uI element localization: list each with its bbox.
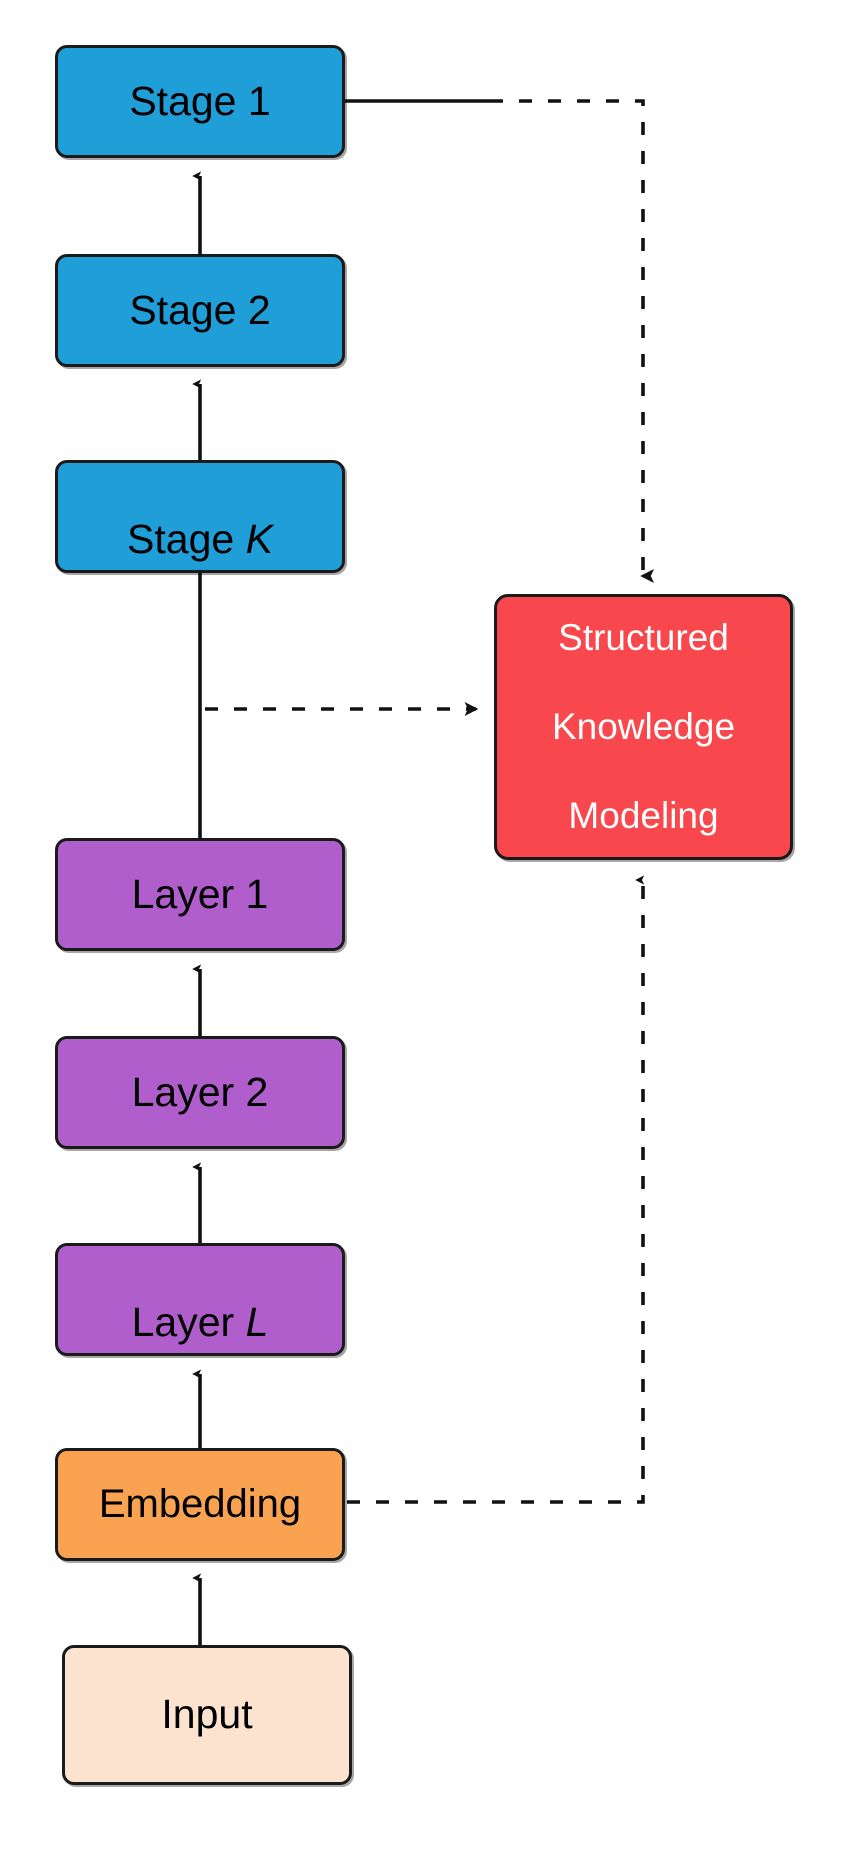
node-structured-knowledge-modeling-label: Structured Knowledge Modeling	[552, 572, 735, 883]
node-layer-2-label: Layer 2	[131, 1068, 269, 1115]
node-embedding[interactable]: Embedding	[55, 1448, 345, 1561]
node-input-label: Input	[161, 1691, 253, 1738]
node-input[interactable]: Input	[62, 1645, 352, 1785]
node-layer-1-label: Layer 1	[131, 870, 269, 917]
node-stage-k-label: Stage K	[127, 471, 273, 563]
edge-embedding-to-knowledge-dashed	[347, 875, 645, 1504]
skm-line-3: Modeling	[568, 794, 719, 836]
node-layer-l-label-var: L	[245, 1298, 269, 1345]
node-layer-2[interactable]: Layer 2	[55, 1036, 345, 1149]
node-stage-1-label: Stage 1	[129, 77, 271, 124]
node-stage-1[interactable]: Stage 1	[55, 45, 345, 158]
node-stage-2-label: Stage 2	[129, 286, 271, 333]
node-structured-knowledge-modeling[interactable]: Structured Knowledge Modeling	[494, 594, 793, 860]
node-layer-l-label-text: Layer	[131, 1298, 235, 1345]
skm-line-2: Knowledge	[551, 705, 736, 747]
node-layer-1[interactable]: Layer 1	[55, 838, 345, 951]
node-stage-k-label-var: K	[245, 515, 273, 562]
node-stage-k[interactable]: Stage K	[55, 460, 345, 573]
node-layer-l-label: Layer L	[132, 1254, 269, 1346]
node-stage-2[interactable]: Stage 2	[55, 254, 345, 367]
edge-stage1-to-knowledge-dashed	[345, 99, 655, 583]
node-embedding-label: Embedding	[98, 1482, 302, 1527]
node-stage-k-label-text: Stage	[127, 515, 235, 562]
skm-line-1: Structured	[558, 617, 729, 659]
node-layer-l[interactable]: Layer L	[55, 1243, 345, 1356]
